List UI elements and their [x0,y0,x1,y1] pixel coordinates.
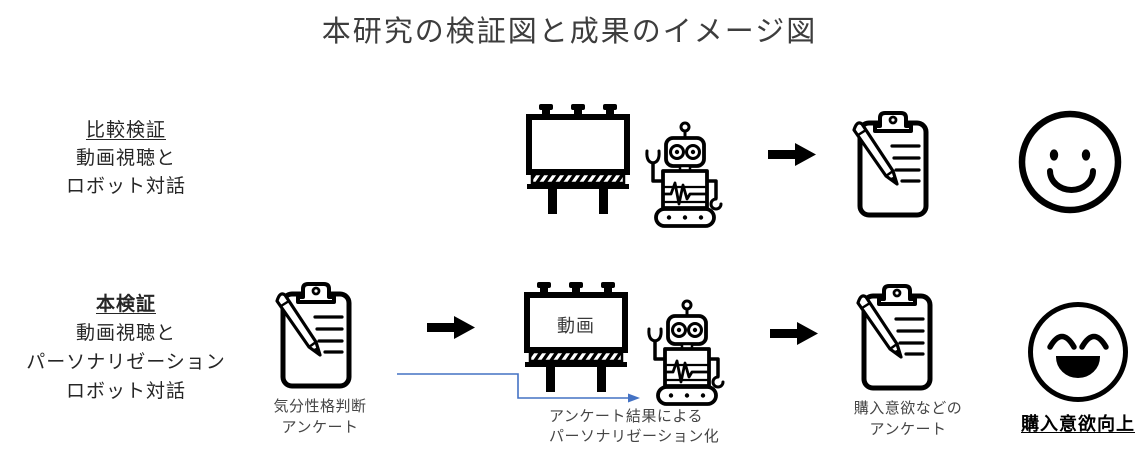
right-arrow-icon [768,142,818,167]
video-billboard-icon [524,282,628,392]
mood-survey-caption: 気分性格判断 アンケート [255,396,385,438]
comparison-line2: 動画視聴と [75,148,176,169]
smiley-face-icon [1017,109,1123,215]
comparison-line3: ロボット対話 [65,176,186,197]
main-heading: 本検証 [95,294,156,315]
blue-elbow-arrow-icon [395,366,655,408]
comparison-heading: 比較検証 [85,120,166,141]
right-arrow-icon [427,315,477,340]
page-title: 本研究の検証図と成果のイメージ図 [321,16,818,48]
main-row-label: 本検証 動画視聴と パーソナリゼーション ロボット対話 [6,290,246,406]
comparison-row-label: 比較検証 動画視聴と ロボット対話 [26,117,226,201]
mood-survey-clipboard-icon [268,281,362,391]
outcome-label: 購入意欲向上 [1021,414,1135,434]
clipboard-pencil-icon [845,110,939,220]
mood-survey-caption-line1: 気分性格判断 [273,398,367,415]
personalization-note-line1: アンケート結果による [549,408,703,425]
mood-survey-caption-line2: アンケート [281,419,359,436]
main-line3: パーソナリゼーション [26,352,226,373]
right-arrow-icon [770,321,820,346]
purchase-survey-caption-line1: 購入意欲などの [853,400,963,417]
main-line4: ロボット対話 [65,381,186,402]
billboard-video-label: 動画 [557,316,595,336]
personalization-note-line2: パーソナリゼーション化 [549,427,720,445]
purchase-survey-caption: 購入意欲などの アンケート [843,398,973,440]
personalization-note: アンケート結果による パーソナリゼーション化 [549,407,759,446]
robot-icon [641,121,725,229]
purchase-survey-clipboard-icon [849,283,943,393]
robot-icon [643,299,727,407]
purchase-survey-caption-line2: アンケート [869,421,947,438]
billboard-icon [526,104,630,214]
main-line2: 動画視聴と [75,323,176,344]
laughing-smiley-icon [1026,300,1130,404]
